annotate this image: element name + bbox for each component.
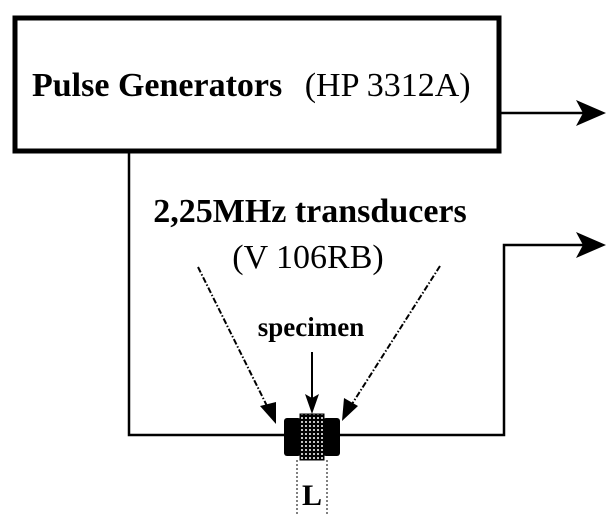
output-arrow-receiver: [500, 232, 606, 437]
transducer-specimen-assembly: [284, 413, 340, 461]
specimen-pointer-arrow: [305, 352, 319, 414]
left-transducer: [284, 418, 301, 456]
length-label: L: [302, 479, 322, 512]
pulse-generator-box: [12, 15, 502, 154]
pulse-generator-block: Pulse Generators (HP 3312A): [12, 15, 502, 154]
pulse-generator-label: Pulse Generators (HP 3312A): [32, 67, 471, 104]
specimen-label: specimen: [258, 312, 364, 342]
pulse-generator-name: Pulse Generators: [32, 67, 282, 104]
transducers-name: 2,25MHz transducers: [153, 193, 467, 230]
transducer-pointer-right: [342, 265, 441, 421]
output-arrow-top: [499, 100, 606, 126]
emitter-wire: [127, 151, 285, 437]
right-transducer: [323, 418, 340, 456]
specimen-length-indicator: L: [296, 460, 328, 516]
specimen-block: [299, 413, 325, 461]
pulse-generator-model: (HP 3312A): [305, 67, 471, 104]
transducers-model: (V 106RB): [232, 239, 383, 276]
transducer-pointer-left: [197, 266, 276, 424]
